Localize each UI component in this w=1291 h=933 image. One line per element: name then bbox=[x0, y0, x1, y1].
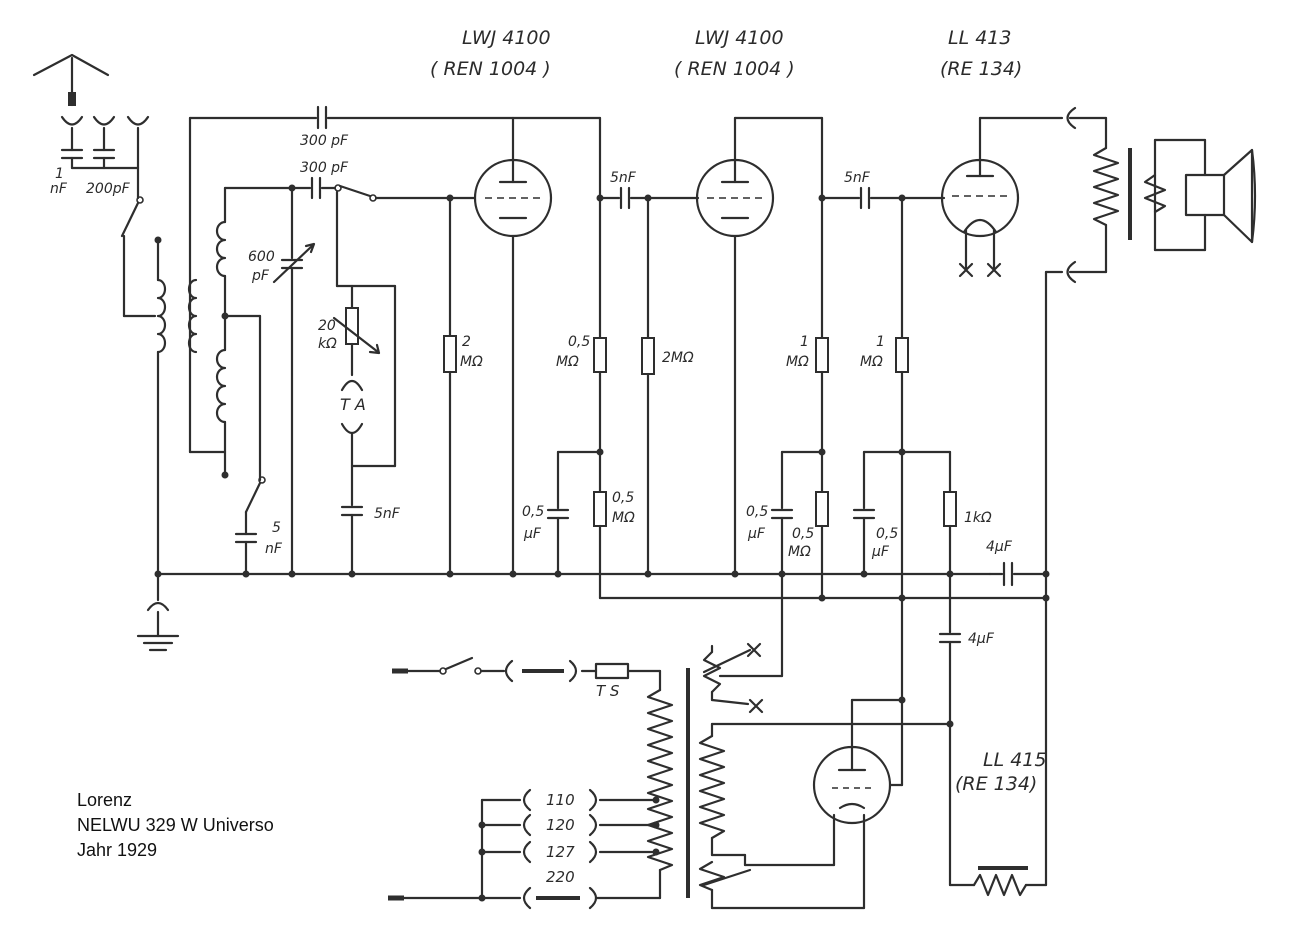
label-c-tune-value: 600 bbox=[248, 249, 275, 265]
label-c-decouple1-unit: µF bbox=[523, 526, 542, 542]
field-resistor-bottom bbox=[948, 866, 1048, 897]
label-tap-120: 120 bbox=[546, 816, 575, 834]
label-r-decouple2-unit: MΩ bbox=[788, 544, 811, 560]
resistor-1mohm-plate2 bbox=[815, 337, 829, 373]
resistor-0-5mohm-plate1 bbox=[593, 337, 607, 373]
tube-v1-equiv: ( REN 1004 ) bbox=[430, 58, 551, 80]
label-c-5nf-left-unit: nF bbox=[265, 541, 283, 557]
label-c-decouple3-value: 0,5 bbox=[876, 526, 898, 542]
label-tap-127: 127 bbox=[546, 843, 575, 861]
waveband-switch bbox=[234, 476, 266, 576]
hv-secondary-winding bbox=[698, 720, 954, 910]
label-c-tune-unit: pF bbox=[251, 268, 270, 284]
tuning-capacitor bbox=[272, 186, 316, 576]
label-c-coupling-top: 300 pF bbox=[300, 133, 349, 149]
label-r-grid2: 2MΩ bbox=[662, 350, 694, 366]
output-transformer bbox=[1092, 116, 1207, 274]
resistor-1kohm bbox=[943, 491, 957, 527]
grid-coil bbox=[215, 186, 294, 482]
label-r-1k: 1kΩ bbox=[964, 510, 992, 526]
label-c-couple1: 5nF bbox=[610, 170, 637, 186]
label-c-ant1-value: 1 bbox=[55, 166, 64, 182]
capacitor-300pf-top bbox=[316, 105, 328, 130]
antenna-capacitor-200pf bbox=[70, 148, 140, 170]
speaker-sockets bbox=[1044, 106, 1108, 887]
label-c-4uf-v: 4µF bbox=[968, 631, 995, 647]
label-c-decouple3-unit: µF bbox=[871, 544, 890, 560]
label-r-grid3-unit: MΩ bbox=[860, 354, 883, 370]
tube-v3-type: LL 413 bbox=[948, 27, 1011, 49]
label-c-ant2: 200pF bbox=[86, 181, 131, 197]
label-r-plate2-unit: MΩ bbox=[786, 354, 809, 370]
label-fuse: T S bbox=[596, 682, 620, 700]
capacitor-5nf-couple2 bbox=[820, 186, 946, 210]
junction-dots bbox=[154, 570, 1050, 602]
antenna-sockets bbox=[60, 115, 150, 200]
label-r-decouple1-value: 0,5 bbox=[612, 490, 634, 506]
tube-rectifier bbox=[812, 698, 904, 825]
capacitor-300pf-grid bbox=[290, 176, 452, 202]
fuse-ts bbox=[594, 662, 662, 692]
label-r-decouple2-value: 0,5 bbox=[792, 526, 814, 542]
heater-winding bbox=[702, 572, 784, 714]
antenna-symbol bbox=[32, 53, 110, 107]
voltage-taps bbox=[478, 788, 660, 910]
potentiometer-20k bbox=[332, 190, 397, 468]
tube-v1-type: LWJ 4100 bbox=[462, 27, 551, 49]
antenna-capacitor-1nf bbox=[60, 148, 84, 170]
capacitor-4uf-vertical bbox=[938, 630, 962, 887]
tube-rect-equiv: (RE 134) bbox=[955, 773, 1037, 795]
capacitor-5nf-mid bbox=[340, 505, 364, 576]
label-c-couple2: 5nF bbox=[844, 170, 871, 186]
earth-ground-icon bbox=[136, 572, 180, 652]
label-c-decouple2-value: 0,5 bbox=[746, 504, 768, 520]
schematic-caption: Lorenz NELWU 329 W Universo Jahr 1929 bbox=[77, 788, 274, 863]
label-c-4uf-h: 4µF bbox=[986, 539, 1013, 555]
caption-year: Jahr 1929 bbox=[77, 840, 158, 860]
tube-v2-type: LWJ 4100 bbox=[695, 27, 784, 49]
tube-v3-equiv: (RE 134) bbox=[940, 58, 1022, 80]
resistor-0-5mohm-decouple2 bbox=[815, 491, 829, 527]
label-c-ant1-unit: nF bbox=[50, 181, 68, 197]
tube-rect-type: LL 415 bbox=[983, 749, 1046, 771]
label-r-plate1-value: 0,5 bbox=[568, 334, 590, 350]
label-r-plate2-value: 1 bbox=[800, 334, 809, 350]
label-tap-110: 110 bbox=[546, 791, 575, 809]
capacitor-4uf-horizontal bbox=[988, 561, 1048, 587]
label-r-grid3-value: 1 bbox=[876, 334, 885, 350]
label-ta: T A bbox=[340, 395, 366, 414]
label-c-decouple1-value: 0,5 bbox=[522, 504, 544, 520]
tube-v3 bbox=[940, 116, 1064, 278]
label-r-plate1-unit: MΩ bbox=[556, 354, 579, 370]
label-pot-unit: kΩ bbox=[318, 336, 337, 352]
label-c-decouple2-unit: µF bbox=[747, 526, 766, 542]
label-r-decouple1-unit: MΩ bbox=[612, 510, 635, 526]
resistor-2mohm-grid1 bbox=[443, 335, 457, 373]
label-c-grid: 300 pF bbox=[300, 160, 349, 176]
tube-v2-equiv: ( REN 1004 ) bbox=[674, 58, 795, 80]
label-c-5nf-mid: 5nF bbox=[374, 506, 401, 522]
resistor-2mohm-grid2 bbox=[641, 337, 655, 375]
label-tap-220: 220 bbox=[546, 868, 575, 886]
caption-model: NELWU 329 W Universo bbox=[77, 815, 274, 835]
mains-transformer-primary bbox=[594, 668, 690, 900]
resistor-1mohm-grid3 bbox=[895, 337, 909, 373]
capacitor-5nf-couple1 bbox=[598, 186, 700, 210]
label-pot-value: 20 bbox=[318, 318, 336, 334]
pickup-socket-ta bbox=[340, 379, 364, 507]
label-c-5nf-left-value: 5 bbox=[272, 520, 281, 536]
antenna-coil bbox=[154, 116, 227, 576]
antenna-switch bbox=[120, 196, 157, 318]
tube-v2 bbox=[695, 116, 824, 576]
loudspeaker-icon bbox=[1184, 138, 1257, 252]
mains-input-top bbox=[392, 656, 598, 683]
label-r-grid1-value: 2 bbox=[462, 334, 471, 350]
label-r-grid1-unit: MΩ bbox=[460, 354, 483, 370]
resistor-0-5mohm-decouple1 bbox=[593, 491, 607, 527]
caption-brand: Lorenz bbox=[77, 790, 133, 810]
